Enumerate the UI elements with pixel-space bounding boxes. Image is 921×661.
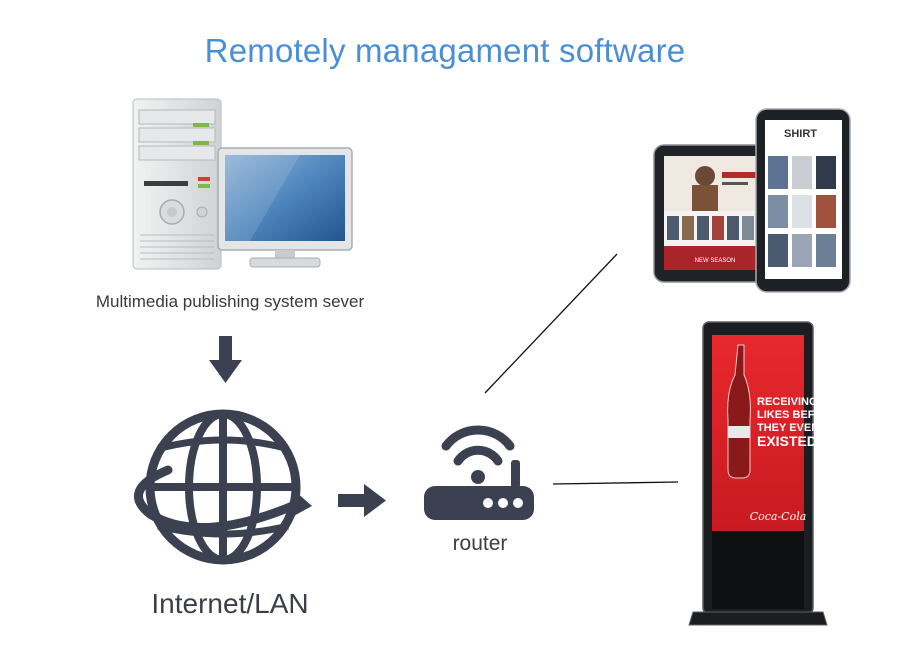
- tablets-image: NEW SEASON SHIRT: [653, 108, 851, 293]
- kiosk-headline-line-3: THEY EVEN: [757, 422, 819, 434]
- globe-icon: [134, 409, 312, 565]
- router-label: router: [452, 532, 508, 555]
- kiosk-headline-line-1: RECEIVING: [757, 396, 818, 408]
- kiosk-image: RECEIVING LIKES BEFORE THEY EVEN EXISTED…: [688, 321, 838, 626]
- router-to-kiosk-line: [552, 481, 679, 485]
- tablet-heading-text: SHIRT: [784, 128, 817, 140]
- server-label: Multimedia publishing system sever: [95, 292, 365, 311]
- diagram-title: Remotely managament software: [204, 32, 686, 69]
- kiosk-headline-line-4: EXISTED: [757, 433, 817, 449]
- tablet-banner-text: NEW SEASON: [695, 258, 736, 264]
- right-arrow-icon: [338, 484, 386, 517]
- kiosk-headline-line-2: LIKES BEFORE: [757, 409, 838, 421]
- down-arrow-icon: [209, 336, 242, 383]
- server-computer-icon: [132, 98, 353, 270]
- network-label: Internet/LAN: [151, 588, 309, 619]
- kiosk-brand-text: Coca-Cola: [750, 510, 807, 523]
- router-to-tablets-line: [484, 253, 618, 394]
- router-icon: [424, 425, 534, 520]
